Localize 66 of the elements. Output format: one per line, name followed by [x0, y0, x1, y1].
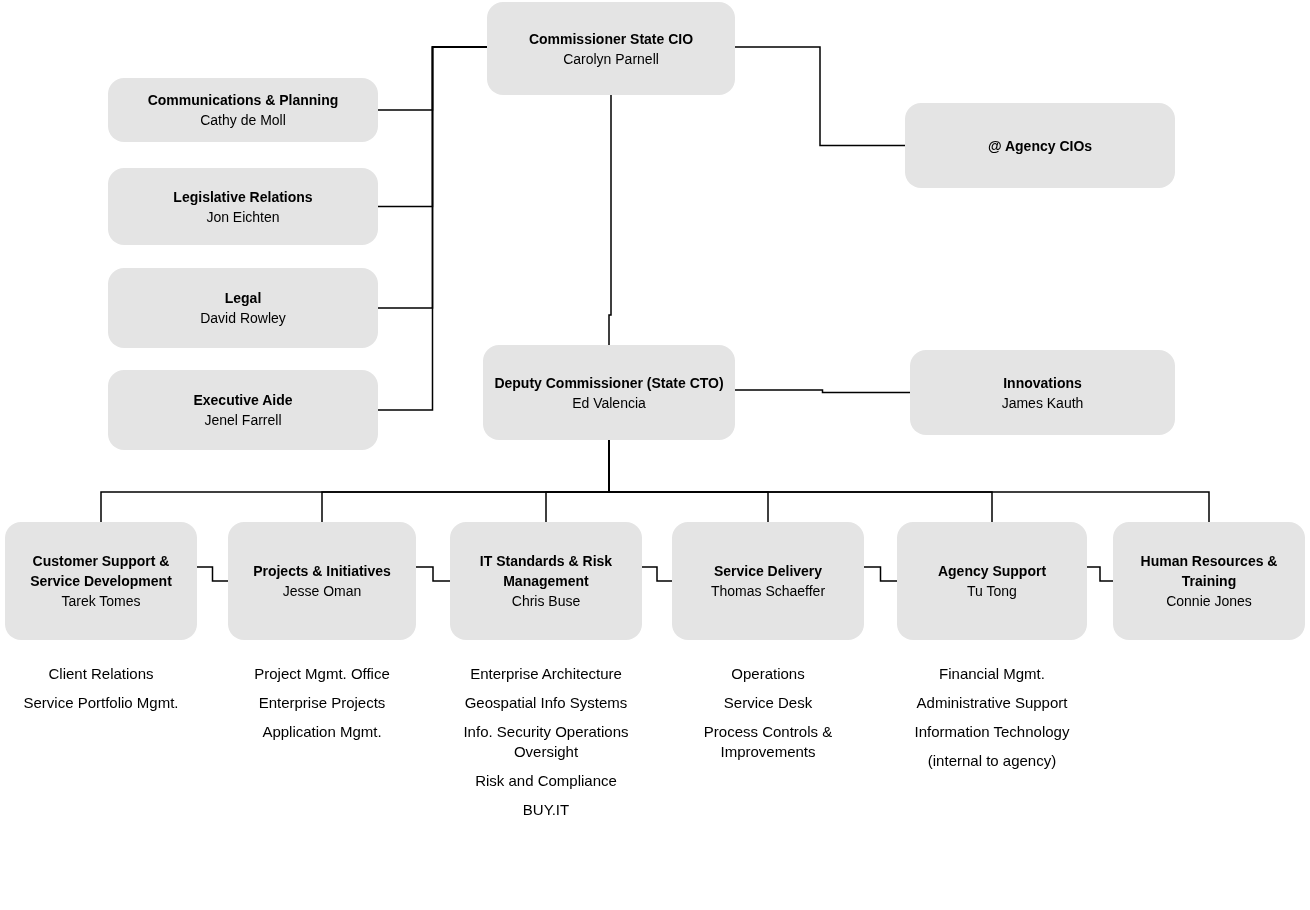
unit-title: Projects & Initiatives [253, 562, 391, 581]
unit-title: Agency Support [937, 562, 1047, 581]
unit-title: Human Resources & Training [1139, 552, 1279, 591]
connector-line [1086, 566, 1114, 582]
function-label: Project Mgmt. Office [254, 664, 390, 684]
function-label: Info. Security Operations Oversight [462, 722, 630, 762]
connector-line [196, 566, 229, 582]
function-label: Application Mgmt. [262, 722, 382, 742]
connector-line [641, 566, 673, 582]
person-name: Jon Eichten [206, 207, 280, 227]
unit-title: IT Standards & Risk Management [478, 552, 614, 591]
org-unit-box [108, 78, 378, 142]
function-label: Information Technology [914, 722, 1070, 742]
person-name: David Rowley [200, 309, 286, 328]
person-name: Tarek Tomes [61, 592, 141, 611]
function-label: (internal to agency) [927, 751, 1057, 771]
unit-title: Legal [224, 289, 262, 308]
function-label: Risk and Compliance [475, 771, 617, 791]
person-name: Cathy de Moll [200, 111, 286, 130]
org-unit-box [487, 2, 735, 95]
org-unit-box [1113, 522, 1305, 640]
function-label: Service Desk [723, 693, 813, 713]
unit-title: Deputy Commissioner (State CTO) [494, 373, 724, 393]
connector-line [734, 389, 911, 394]
function-label: Service Portfolio Mgmt. [23, 693, 179, 713]
org-unit-box [5, 522, 197, 640]
org-unit-box [228, 522, 416, 640]
connector-line [608, 94, 612, 346]
unit-title: Innovations [1003, 373, 1082, 393]
org-unit-box [450, 522, 642, 640]
org-unit-box [483, 345, 735, 440]
unit-title: @ Agency CIOs [987, 136, 1093, 156]
connector-line [415, 566, 451, 582]
person-name: Chris Buse [511, 592, 581, 611]
unit-title: Legislative Relations [173, 187, 313, 207]
function-label: Operations [731, 664, 805, 684]
unit-title: Service Delivery [713, 562, 823, 581]
function-label: Process Controls & Improvements [702, 722, 834, 762]
person-name: Jesse Oman [282, 582, 362, 601]
org-unit-box [905, 103, 1175, 188]
org-unit-box [897, 522, 1087, 640]
function-label: BUY.IT [522, 800, 570, 820]
unit-title: Communications & Planning [147, 91, 339, 110]
person-name: James Kauth [1001, 393, 1084, 413]
person-name: Connie Jones [1166, 592, 1252, 611]
unit-title: Customer Support & Service Development [29, 552, 173, 591]
org-unit-box [108, 370, 378, 450]
org-unit-box [910, 350, 1175, 435]
function-label: Administrative Support [916, 693, 1068, 713]
function-label: Enterprise Projects [258, 693, 386, 713]
person-name: Tu Tong [967, 582, 1017, 601]
function-label: Enterprise Architecture [470, 664, 622, 684]
person-name: Thomas Schaeffer [710, 582, 826, 601]
connector-line [734, 46, 906, 147]
function-label: Geospatial Info Systems [464, 693, 628, 713]
unit-title: Commissioner State CIO [528, 29, 694, 49]
person-name: Ed Valencia [572, 393, 646, 413]
person-name: Carolyn Parnell [563, 49, 659, 69]
org-unit-box [108, 168, 378, 245]
org-unit-box [108, 268, 378, 348]
unit-title: Executive Aide [193, 391, 293, 410]
org-unit-box [672, 522, 864, 640]
function-label: Financial Mgmt. [939, 664, 1045, 684]
function-label: Client Relations [48, 664, 154, 684]
person-name: Jenel Farrell [204, 411, 282, 430]
connector-line [863, 566, 898, 582]
